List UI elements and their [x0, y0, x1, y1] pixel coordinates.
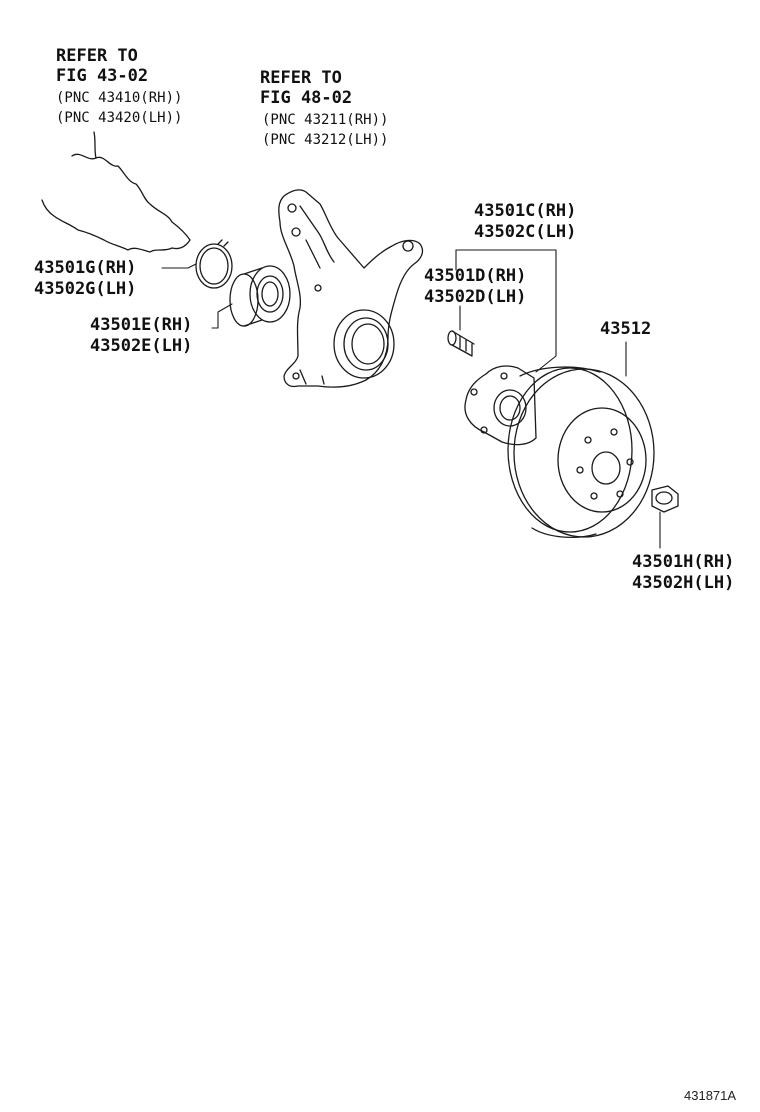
leader-lines [161, 249, 661, 549]
ref-knuckle-pnc-lh: (PNC 43212(LH)) [262, 132, 389, 148]
hub-bolt-part-lh: 43502D(LH) [424, 287, 527, 307]
figure-id: 431871A [684, 1088, 737, 1103]
ref-driveshaft-pnc-lh: (PNC 43420(LH)) [56, 110, 183, 126]
brake-disc [507, 366, 655, 538]
hub-nut [651, 485, 679, 513]
ref-knuckle-pnc-rh: (PNC 43211(RH)) [262, 112, 389, 128]
ref-driveshaft-pnc-rh: (PNC 43410(RH)) [56, 90, 183, 106]
driveshaft-outline [41, 131, 191, 253]
hub-bolt [447, 330, 475, 357]
hub-part-rh: 43501C(RH) [474, 201, 577, 221]
hub-bolt-part-rh: 43501D(RH) [424, 266, 527, 286]
ref-driveshaft-line1: REFER TO [56, 46, 138, 66]
hub-part-lh: 43502C(LH) [474, 222, 577, 242]
hub-nut-part-rh: 43501H(RH) [632, 552, 735, 572]
wheel-bearing [229, 265, 291, 327]
bearing-part-lh: 43502E(LH) [90, 336, 193, 356]
axle-hub [464, 365, 537, 446]
hub-nut-part-lh: 43502H(LH) [632, 573, 735, 593]
snap-ring [195, 239, 233, 289]
ref-driveshaft-line2: FIG 43-02 [56, 66, 149, 86]
bearing-part-rh: 43501E(RH) [90, 315, 193, 335]
snap-ring-part-rh: 43501G(RH) [34, 258, 137, 278]
ref-knuckle-line1: REFER TO [260, 68, 342, 88]
disc-part-number: 43512 [600, 319, 652, 339]
ref-knuckle-line2: FIG 48-02 [260, 88, 353, 108]
snap-ring-part-lh: 43502G(LH) [34, 279, 137, 299]
steering-knuckle [278, 189, 424, 388]
